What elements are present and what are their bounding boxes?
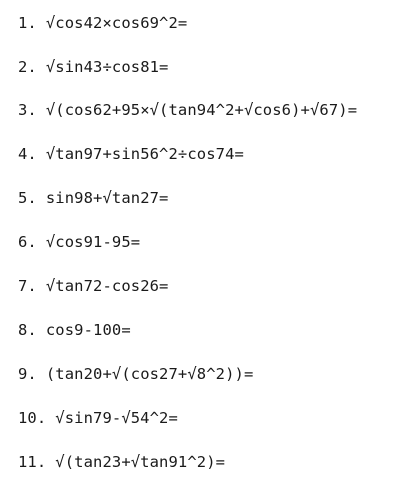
problem-expression: √sin43÷cos81= [45,58,169,76]
problem-number: 1. [18,14,37,32]
problem-expression: √(tan23+√tan91^2)= [55,453,226,471]
problem-number: 3. [18,101,37,119]
problem-item: 8. cos9-100= [18,316,131,344]
problem-expression: √(cos62+95×√(tan94^2+√cos6)+√67)= [45,101,358,119]
problem-number: 10. [18,409,47,427]
problem-item: 5. sin98+√tan27= [18,184,169,212]
problem-expression: √tan72-cos26= [45,277,169,295]
problem-expression: cos9-100= [45,321,131,339]
problem-item: 1. √cos42×cos69^2= [18,9,187,37]
problem-number: 11. [18,453,47,471]
problem-number: 7. [18,277,37,295]
problem-item: 9. (tan20+√(cos27+√8^2))= [18,360,253,388]
problem-expression: sin98+√tan27= [45,189,169,207]
problem-expression: √cos42×cos69^2= [45,14,188,32]
problem-expression: √sin79-√54^2= [55,409,178,427]
problem-item: 11. √(tan23+√tan91^2)= [18,448,225,476]
problem-item: 7. √tan72-cos26= [18,272,169,300]
problem-number: 5. [18,189,37,207]
problem-item: 4. √tan97+sin56^2÷cos74= [18,140,244,168]
problem-number: 4. [18,145,37,163]
problem-number: 8. [18,321,37,339]
problem-item: 6. √cos91-95= [18,228,140,256]
problem-item: 3. √(cos62+95×√(tan94^2+√cos6)+√67)= [18,96,357,124]
problem-number: 6. [18,233,37,251]
problem-expression: √cos91-95= [45,233,141,251]
problem-number: 9. [18,365,37,383]
problem-number: 2. [18,58,37,76]
problem-item: 10. √sin79-√54^2= [18,404,178,432]
problem-item: 2. √sin43÷cos81= [18,53,169,81]
problem-expression: (tan20+√(cos27+√8^2))= [45,365,254,383]
problem-expression: √tan97+sin56^2÷cos74= [45,145,244,163]
